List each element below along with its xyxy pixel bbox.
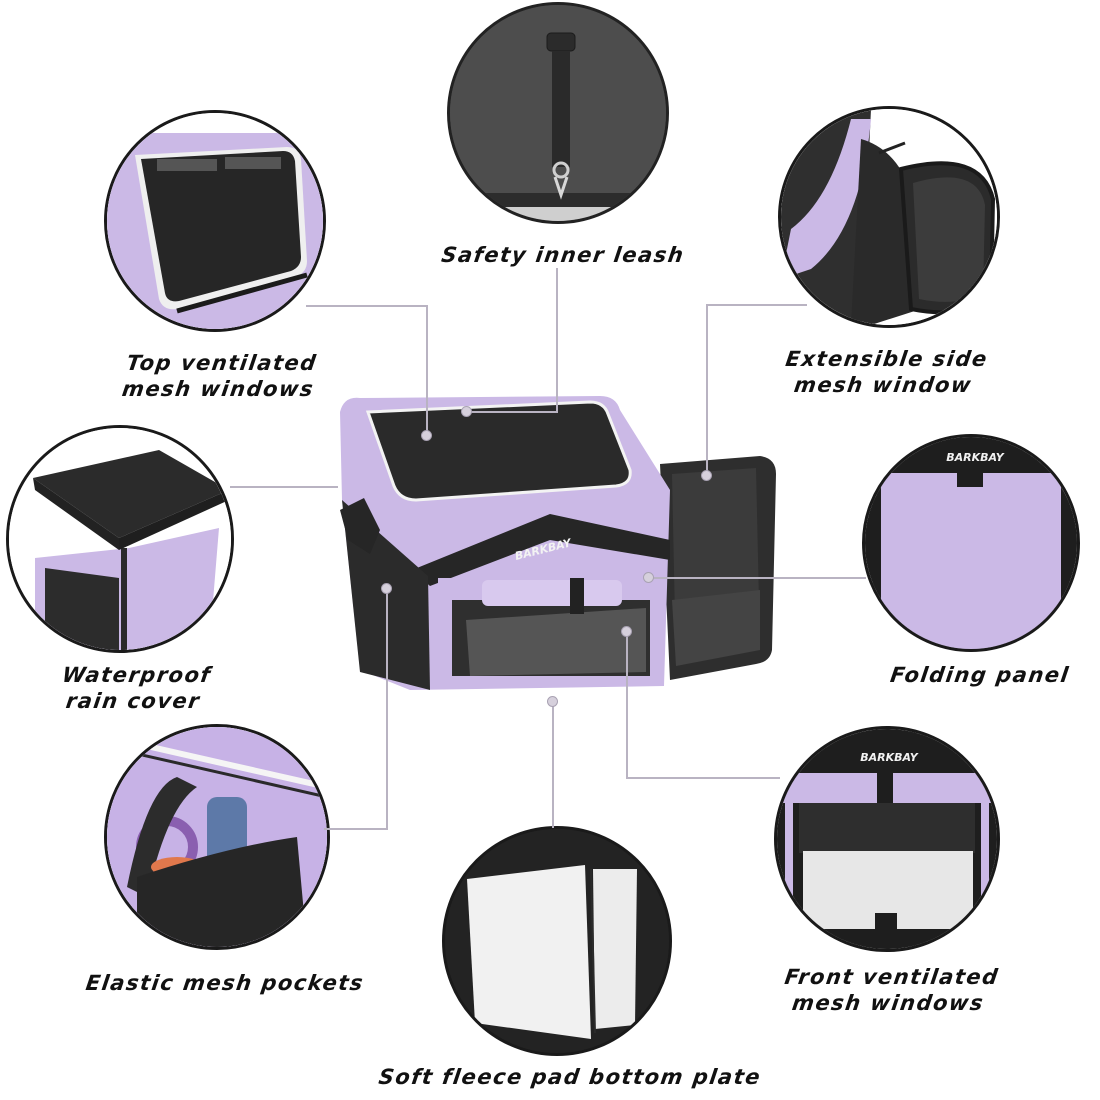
folding-panel-marker-dot xyxy=(643,572,654,583)
brand-logo-folding: BARKBAY xyxy=(946,451,1005,464)
fleece-pad-marker-dot xyxy=(547,696,558,707)
rain-cover-leader-line xyxy=(230,486,338,488)
rain-cover-detail-circle xyxy=(6,425,234,653)
pockets-leader-line-v xyxy=(386,588,388,830)
side-mesh-label-line1: Extensible side xyxy=(784,347,990,371)
carrier-illustration: BARKBAY xyxy=(340,396,776,690)
top-mesh-label-line1: Top ventilated xyxy=(125,351,319,375)
brand-logo-front: BARKBAY xyxy=(860,751,919,764)
leash-label: Safety inner leash xyxy=(439,243,687,267)
side-mesh-label-line2: mesh window xyxy=(792,373,974,397)
pockets-marker-dot xyxy=(381,583,392,594)
folding-panel-label: Folding panel xyxy=(888,663,1072,687)
rain-cover-illustration xyxy=(9,428,231,650)
pockets-detail-circle xyxy=(104,724,330,950)
folding-panel-leader-line xyxy=(650,577,866,579)
top-mesh-detail-circle xyxy=(104,110,326,332)
top-mesh-illustration xyxy=(107,113,323,329)
front-mesh-detail-circle: BARKBAY xyxy=(774,726,1000,952)
rain-cover-label: Waterproof rain cover xyxy=(16,662,253,714)
fleece-pad-leader-line xyxy=(552,700,554,828)
front-mesh-leader-line-v xyxy=(626,630,628,778)
top-mesh-label: Top ventilated mesh windows xyxy=(91,350,348,402)
pockets-label: Elastic mesh pockets xyxy=(84,971,366,995)
leash-leader-line xyxy=(556,268,558,413)
top-mesh-leader-line-h xyxy=(306,305,428,307)
folding-panel-detail-circle: BARKBAY xyxy=(862,434,1080,652)
side-mesh-label: Extensible side mesh window xyxy=(756,346,1013,398)
main-carrier-product: BARKBAY xyxy=(320,390,780,710)
rain-cover-label-line1: Waterproof xyxy=(60,663,213,687)
top-mesh-marker-dot xyxy=(421,430,432,441)
side-mesh-leader-line-h xyxy=(707,304,807,306)
leash-leader-line-h xyxy=(467,411,557,413)
top-mesh-label-line2: mesh windows xyxy=(120,377,316,401)
side-mesh-illustration xyxy=(781,109,997,325)
fleece-pad-illustration xyxy=(445,829,669,1053)
rain-cover-label-line2: rain cover xyxy=(64,689,202,713)
front-mesh-leader-line-h xyxy=(626,777,780,779)
fleece-pad-detail-circle xyxy=(442,826,672,1056)
front-mesh-label: Front ventilated mesh windows xyxy=(756,964,1023,1016)
leash-detail-circle xyxy=(447,2,669,224)
top-mesh-leader-line-v xyxy=(426,305,428,435)
front-mesh-illustration: BARKBAY xyxy=(777,729,997,949)
front-mesh-label-line1: Front ventilated xyxy=(783,965,1001,989)
pockets-leader-line-h xyxy=(324,828,388,830)
front-mesh-marker-dot xyxy=(621,626,632,637)
pockets-illustration xyxy=(107,727,327,947)
folding-panel-illustration: BARKBAY xyxy=(865,437,1077,649)
side-mesh-detail-circle xyxy=(778,106,1000,328)
leash-marker-dot xyxy=(461,406,472,417)
front-mesh-label-line2: mesh windows xyxy=(790,991,986,1015)
leash-illustration xyxy=(450,5,666,221)
side-mesh-marker-dot xyxy=(701,470,712,481)
side-mesh-leader-line-v xyxy=(706,304,708,474)
fleece-pad-label: Soft fleece pad bottom plate xyxy=(377,1065,763,1089)
